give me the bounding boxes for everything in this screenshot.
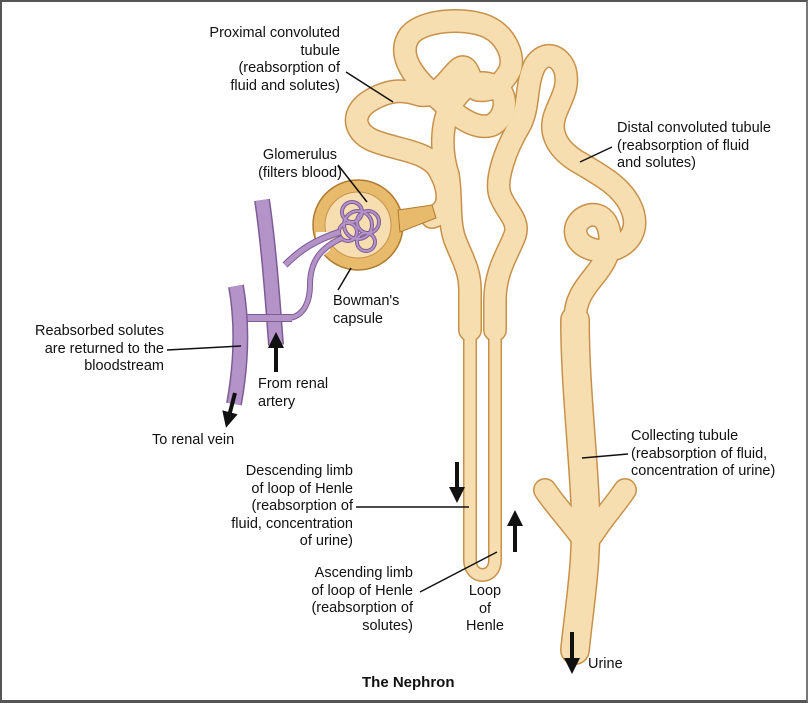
label-ascending-limb: Ascending limb of loop of Henle (reabsor…: [311, 565, 413, 634]
label-to-renal-vein: To renal vein: [152, 432, 235, 448]
label-reabsorbed-solutes: Reabsorbed solutes are returned to the b…: [35, 323, 164, 374]
label-descending-limb: Descending limb of loop of Henle (reabso…: [231, 463, 353, 549]
flow-arrows: [222, 332, 580, 674]
leader-bowmans: [337, 267, 352, 291]
label-proximal-convoluted-tubule: Proximal convoluted tubule (reabsorption…: [209, 25, 340, 94]
leader-distal: [579, 146, 613, 163]
bowmans-capsule: [312, 179, 437, 271]
leader-collecting: [581, 453, 629, 459]
arrow-to-renal-vein-icon: [222, 392, 238, 428]
label-loop-of-henle: Loop of Henle: [466, 583, 504, 634]
diagram-title: The Nephron: [362, 674, 455, 691]
label-collecting-tubule: Collecting tubule (reabsorption of fluid…: [631, 428, 776, 479]
label-glomerulus: Glomerulus (filters blood): [258, 147, 342, 181]
leader-glomerulus: [337, 164, 368, 203]
leader-lines: [166, 71, 629, 593]
label-urine: Urine: [588, 656, 623, 672]
tubule-system: [344, 9, 647, 665]
blood-vessels: [226, 198, 344, 406]
leader-ascending: [419, 551, 498, 593]
leader-proximal: [345, 71, 394, 103]
leader-reabsorbed: [166, 345, 242, 351]
label-distal-convoluted-tubule: Distal convoluted tubule (reabsorption o…: [617, 120, 771, 171]
label-bowmans-capsule: Bowman's capsule: [333, 293, 400, 327]
label-from-renal-artery: From renal artery: [258, 376, 329, 410]
